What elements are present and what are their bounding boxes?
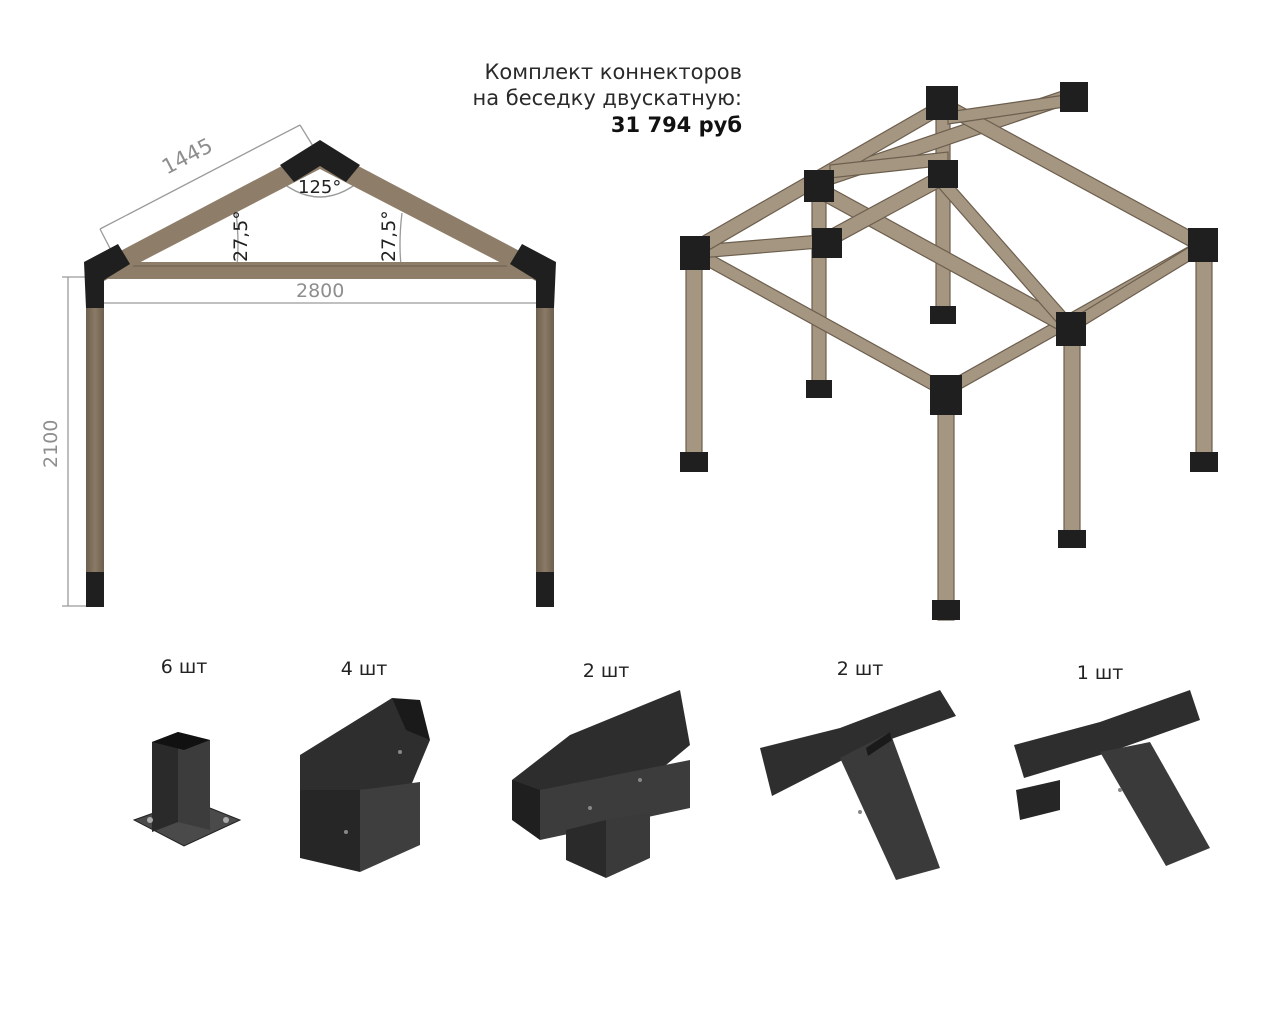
cross-connector-icon xyxy=(1014,690,1210,866)
connector-qty-1: 6 шт xyxy=(160,656,208,678)
connector-qty-2: 4 шт xyxy=(340,658,388,680)
t-connector-icon xyxy=(512,690,690,878)
caption-line-1: Комплект коннекторов xyxy=(484,60,743,84)
caption-line-2: на беседку двускатную: xyxy=(472,86,742,110)
span-width-label: 2800 xyxy=(296,280,345,302)
y-connector-icon xyxy=(760,690,956,880)
connector-qty-3: 2 шт xyxy=(582,660,630,682)
corner-connector-icon xyxy=(300,698,430,872)
connector-qty-5: 1 шт xyxy=(1076,662,1124,684)
connector-qty-4: 2 шт xyxy=(836,658,884,680)
post-base-icon xyxy=(132,732,242,847)
apex-angle-label: 125° xyxy=(298,177,342,198)
price-label: 31 794 руб xyxy=(610,113,742,137)
